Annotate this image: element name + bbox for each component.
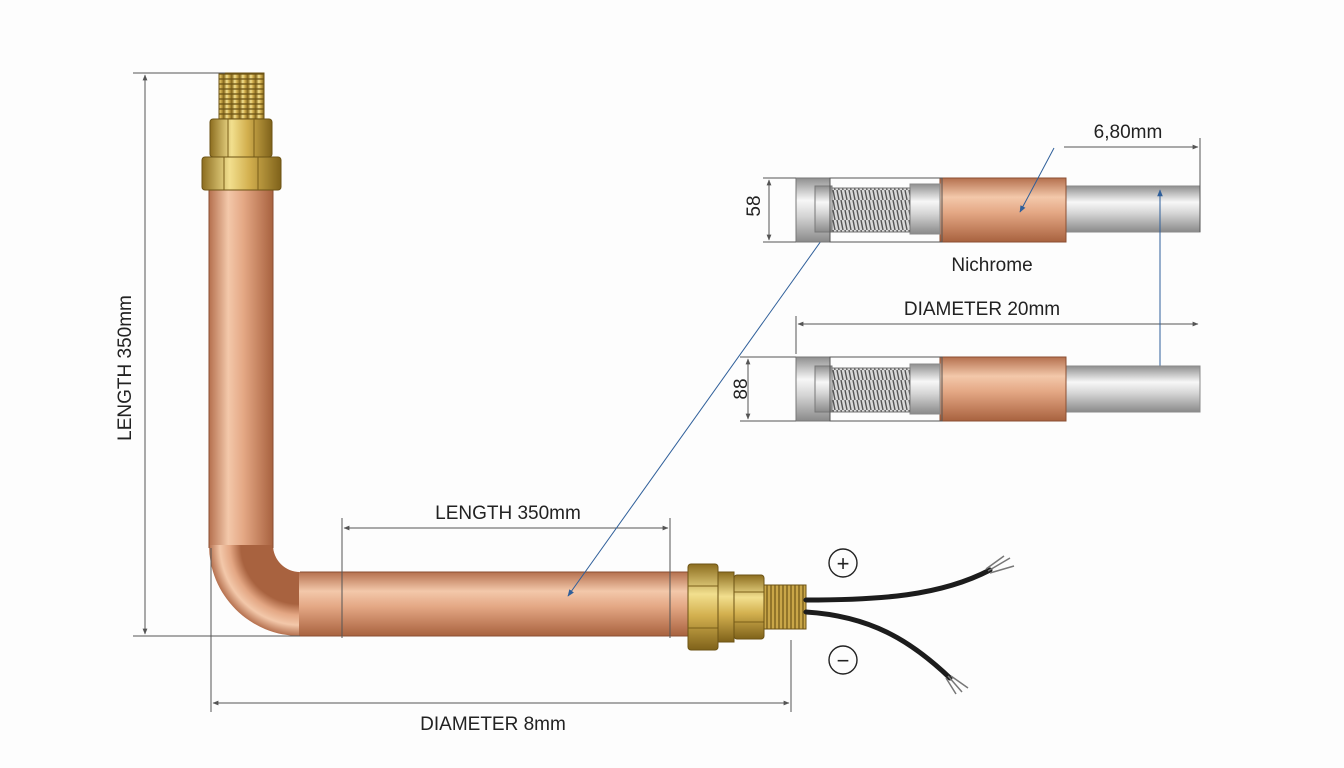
negative-terminal-label: − xyxy=(837,648,850,673)
detail-bottom-height-dimension: 88 xyxy=(731,356,796,422)
detail-top-steel-collar xyxy=(909,183,941,235)
top-width-dimension: 6,80mm xyxy=(1019,122,1201,232)
detail-view-top xyxy=(795,177,1201,243)
negative-wire xyxy=(803,609,953,681)
vertical-length-dimension: LENGTH 350mm xyxy=(115,72,300,637)
tube-bend xyxy=(209,545,300,636)
bottom-diameter-dimension: DIAMETER 8mm xyxy=(210,548,792,735)
vertical-length-label: LENGTH 350mm xyxy=(115,295,136,441)
right-fitting xyxy=(687,563,807,651)
top-dimension-label: 6,80mm xyxy=(1094,122,1163,143)
right-nut-inner xyxy=(717,571,735,643)
positive-terminal-symbol: + xyxy=(828,548,858,578)
top-nut-upper xyxy=(209,118,273,158)
vertical-tube xyxy=(209,188,273,548)
detail-bottom-copper-sheath xyxy=(939,356,1067,422)
material-label: Nichrome xyxy=(951,255,1032,276)
detail-bottom-coil xyxy=(831,367,911,413)
detail-bottom-steel-collar xyxy=(909,363,941,415)
horizontal-length-label: LENGTH 350mm xyxy=(435,503,581,524)
detail-view-bottom xyxy=(795,356,1201,422)
positive-wire-strands xyxy=(985,555,1015,574)
horizontal-tube xyxy=(299,572,691,636)
right-thread xyxy=(763,584,807,630)
detail-top-copper-sheath xyxy=(939,177,1067,243)
positive-wire xyxy=(803,567,993,603)
heater-tube xyxy=(208,188,691,637)
positive-terminal-label: + xyxy=(837,551,850,576)
right-nut-second xyxy=(733,574,765,640)
top-nut-lower xyxy=(201,156,282,191)
negative-terminal-symbol: − xyxy=(828,645,858,675)
right-nut-outer xyxy=(687,563,719,651)
bottom-diameter-label: DIAMETER 8mm xyxy=(420,714,566,735)
top-dimension-leader xyxy=(1019,147,1055,213)
detail-leader-line xyxy=(567,219,837,597)
top-thread xyxy=(218,72,265,122)
detail-top-steel-rod xyxy=(1063,185,1201,233)
detail-bottom-steel-rod xyxy=(1063,365,1201,413)
detail-top-height-dimension: 58 xyxy=(744,177,796,243)
lead-wires xyxy=(803,555,1015,695)
detail-diameter-label: DIAMETER 20mm xyxy=(904,299,1060,320)
detail-bottom-height-label: 88 xyxy=(731,378,752,399)
horizontal-length-dimension: LENGTH 350mm xyxy=(341,503,671,638)
top-fitting xyxy=(201,72,282,191)
detail-top-height-label: 58 xyxy=(744,195,765,216)
negative-wire-strands xyxy=(945,675,969,695)
detail-top-coil xyxy=(831,187,911,233)
